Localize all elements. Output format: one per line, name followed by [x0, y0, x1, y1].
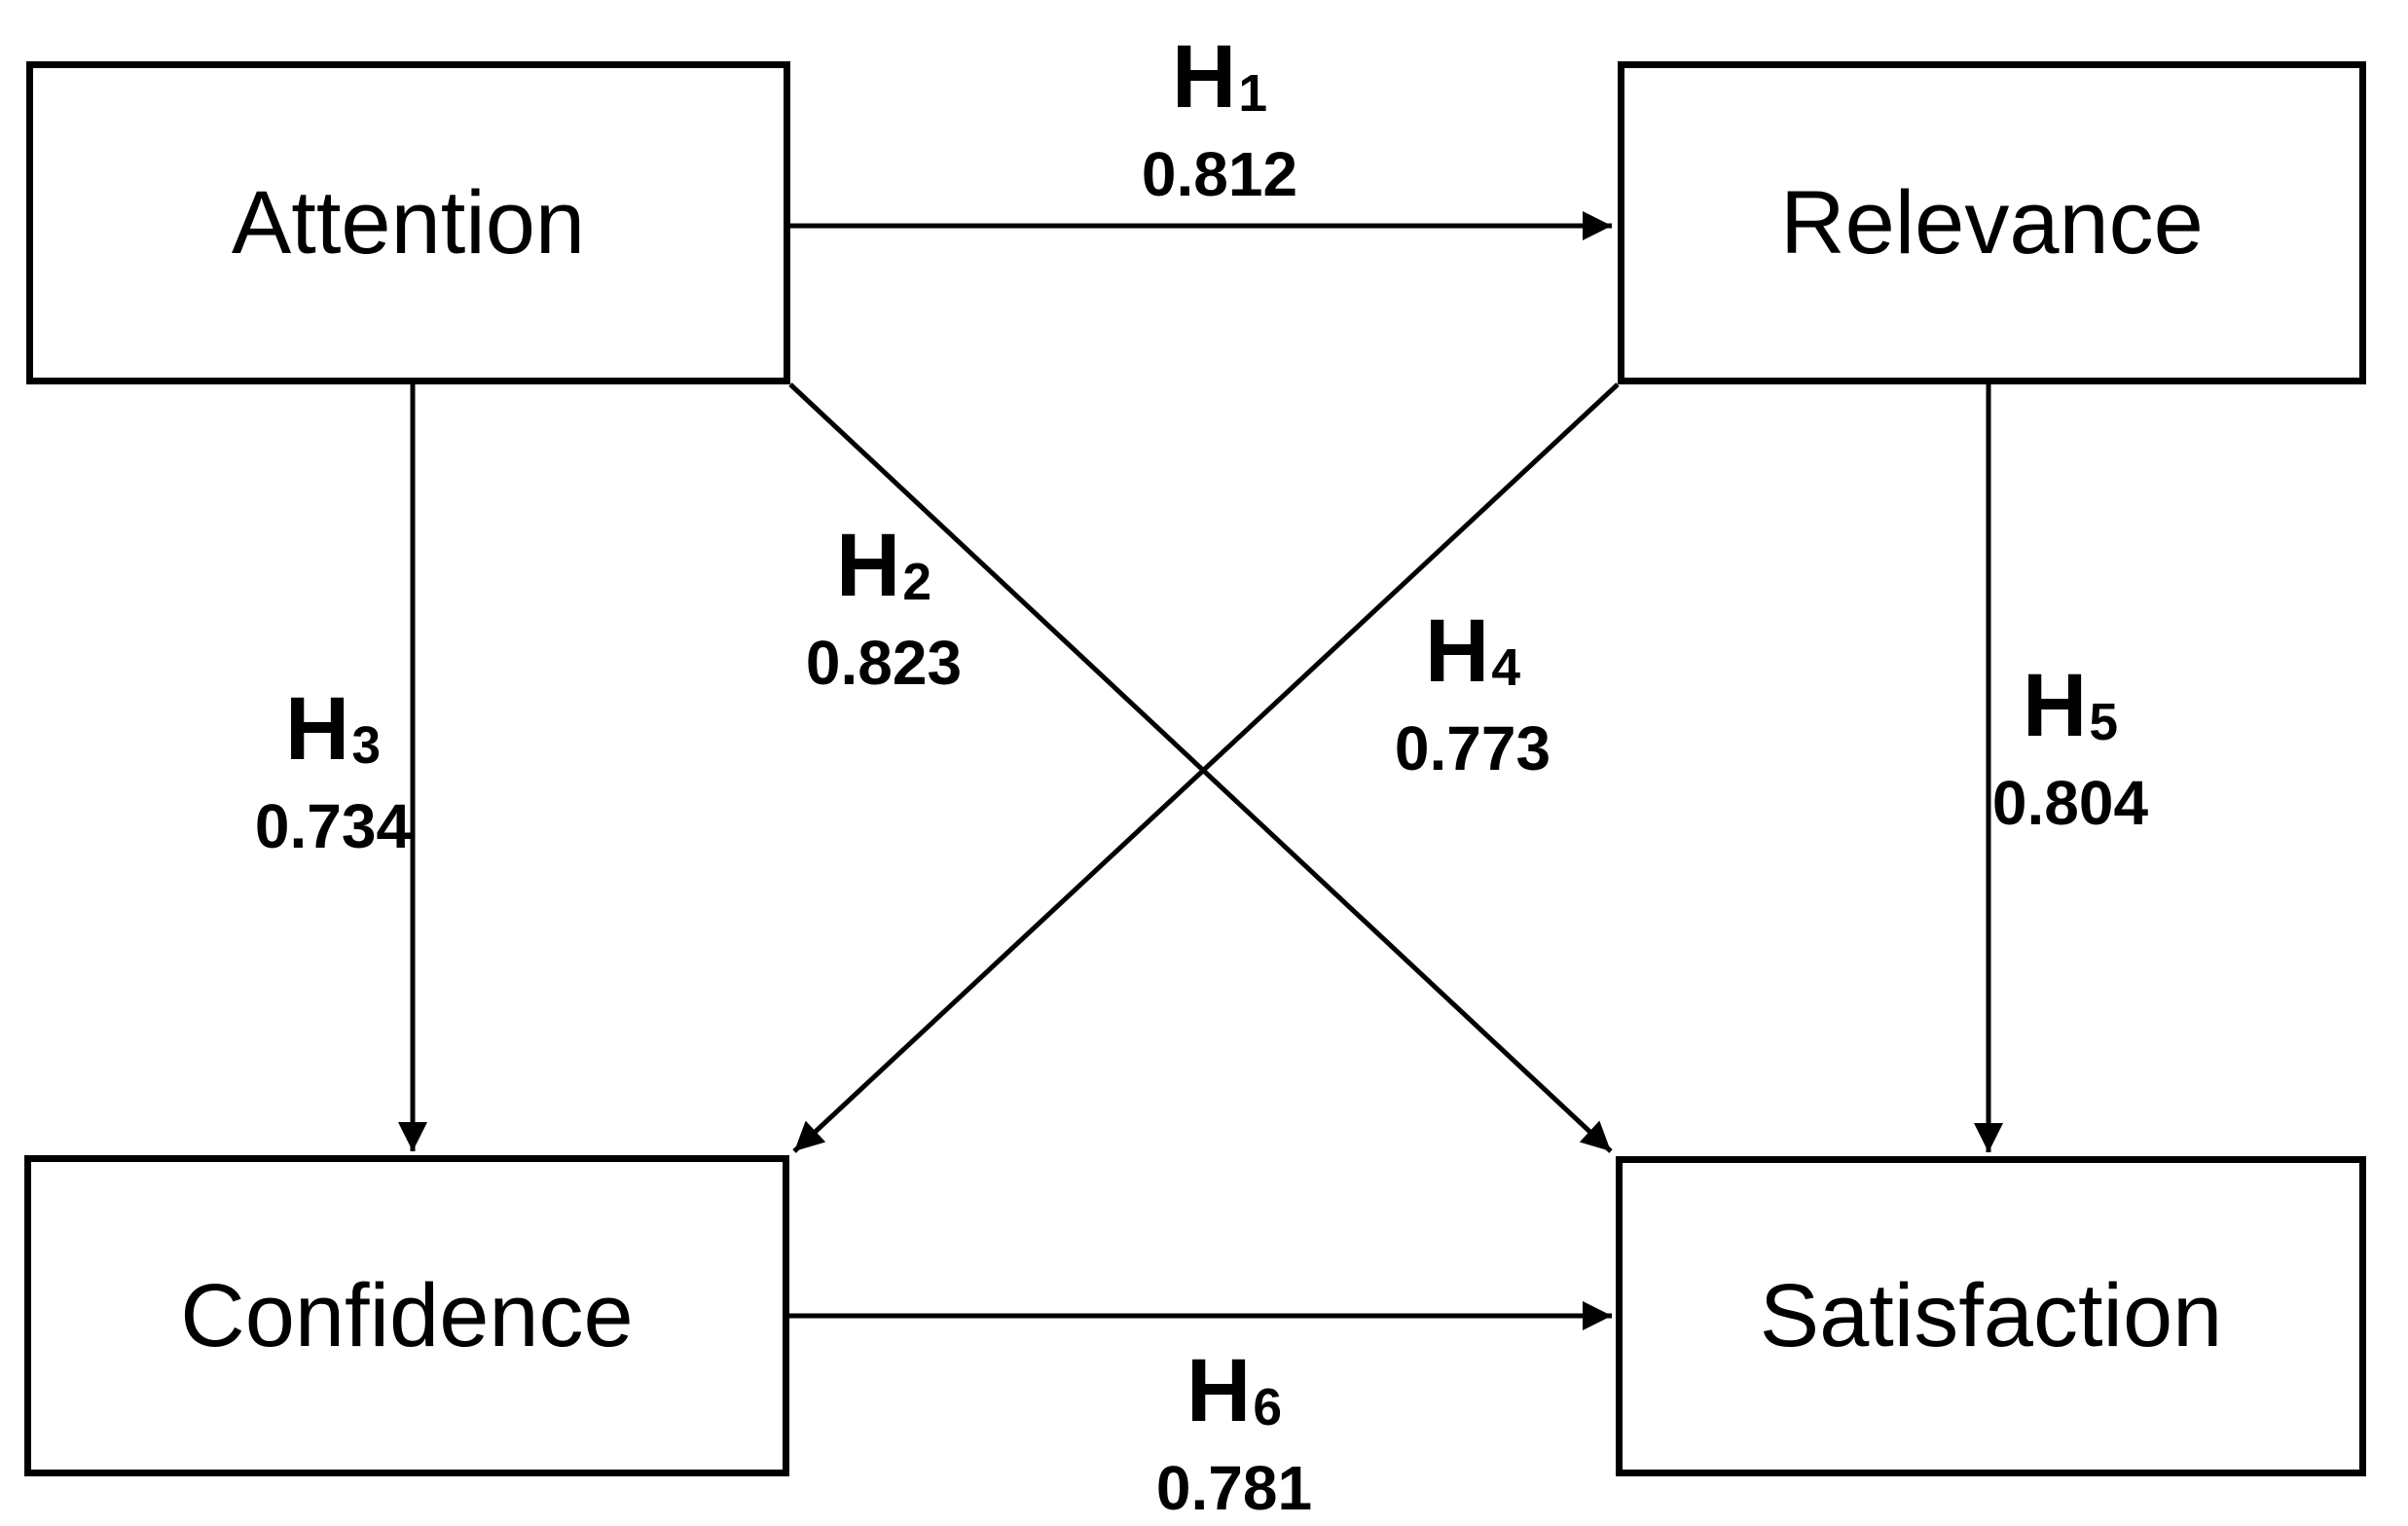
coefficient-h3: 0.734 [254, 791, 412, 861]
coefficient-h2: 0.823 [805, 628, 963, 698]
node-attention: Attention [26, 61, 790, 384]
node-confidence-label: Confidence [180, 1265, 634, 1365]
edge-label-h2: H2 0.823 [806, 521, 962, 694]
edge-label-h3: H3 0.734 [255, 684, 411, 857]
hypothesis-h5: H5 [2022, 656, 2119, 755]
edge-label-h5: H5 0.804 [1992, 661, 2148, 834]
hypothesis-h2: H2 [835, 516, 932, 615]
coefficient-h1: 0.812 [1141, 139, 1298, 209]
hypothesis-h3: H3 [284, 679, 382, 779]
node-relevance-label: Relevance [1780, 172, 2204, 272]
coefficient-h4: 0.773 [1394, 713, 1551, 783]
node-satisfaction-label: Satisfaction [1759, 1266, 2223, 1365]
edge-label-h1: H1 0.812 [1142, 32, 1297, 205]
node-relevance: Relevance [1618, 61, 2366, 384]
hypothesis-h4: H4 [1424, 601, 1521, 701]
coefficient-h5: 0.804 [1991, 768, 2149, 838]
coefficient-h6: 0.781 [1155, 1453, 1313, 1523]
node-attention-label: Attention [231, 172, 586, 272]
hypothesis-h1: H1 [1171, 27, 1268, 127]
arrow-h2-attention-to-satisfaction [788, 382, 1613, 1153]
node-satisfaction: Satisfaction [1616, 1156, 2366, 1476]
node-confidence: Confidence [24, 1155, 789, 1476]
edge-label-h6: H6 0.781 [1156, 1346, 1312, 1519]
hypothesis-h6: H6 [1186, 1341, 1283, 1440]
edge-label-h4: H4 0.773 [1395, 606, 1551, 780]
arrow-h4-relevance-to-confidence [792, 382, 1620, 1153]
